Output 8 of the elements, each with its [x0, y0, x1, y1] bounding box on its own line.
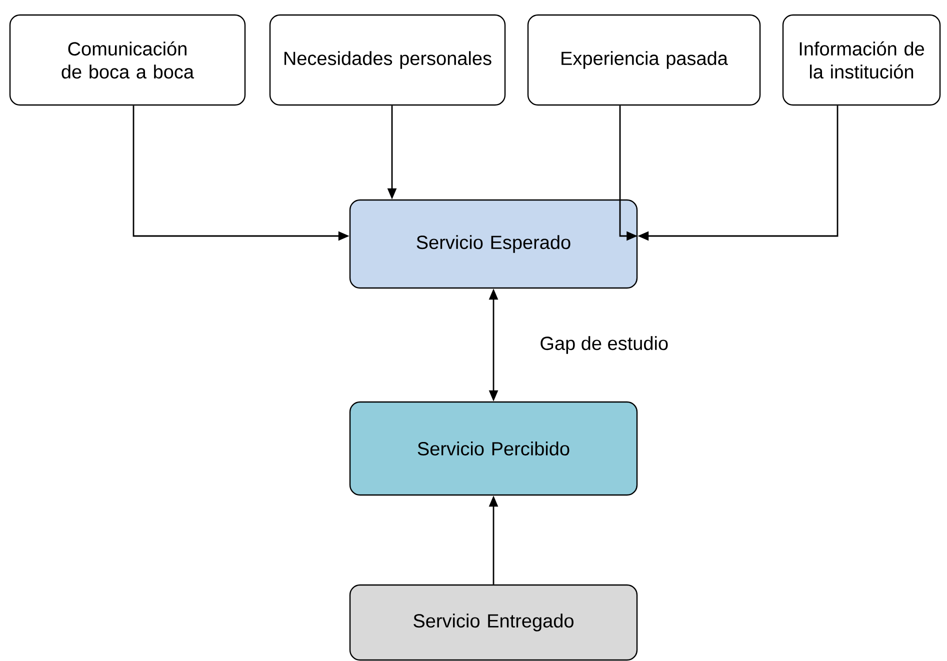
process-box: Servicio Esperado: [349, 199, 638, 289]
source-box: Comunicación de boca a boca: [9, 14, 246, 106]
process-box: Servicio Entregado: [349, 584, 638, 661]
source-box: Información de la institución: [782, 14, 941, 106]
edge-label: Gap de estudio: [538, 334, 671, 356]
process-box: Servicio Percibido: [349, 401, 638, 496]
source-box: Experiencia pasada: [527, 14, 761, 106]
source-box: Necesidades personales: [269, 14, 506, 106]
